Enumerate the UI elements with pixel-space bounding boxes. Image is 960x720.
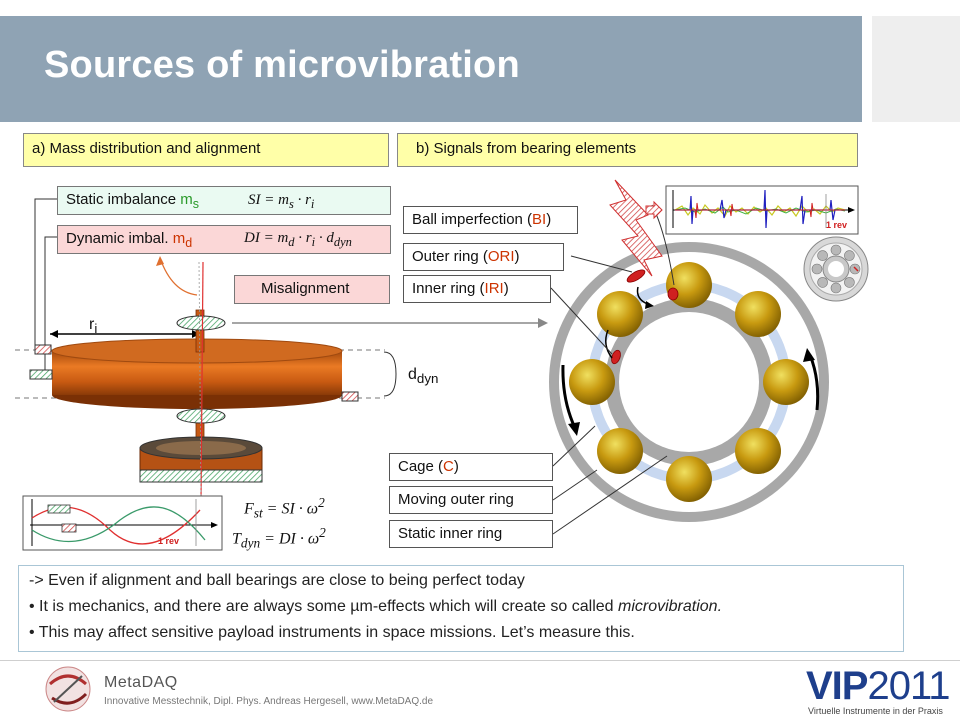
static-imbalance-box: Static imbalance ms (57, 186, 391, 215)
cage-box: Cage (C) (389, 453, 553, 481)
static-leader-line (34, 198, 57, 345)
tdyn-formula: Tdyn = DI · ω2 (232, 525, 326, 551)
ddyn-bracket (383, 351, 397, 397)
lightning-icon (609, 179, 663, 277)
balls (569, 262, 809, 502)
moving-outer-ring-box: Moving outer ring (389, 486, 553, 514)
ori-leader (570, 255, 633, 273)
vip-subtitle: Virtuelle Instrumente in der Praxis (808, 706, 943, 716)
static-imbalance-formula: SI = ms · ri (248, 192, 315, 211)
iri-leader (550, 287, 613, 355)
ddyn-label: ddyn (408, 366, 439, 387)
panel-a-header: a) Mass distribution and alignment (23, 133, 389, 167)
moving-leader (552, 469, 598, 501)
bearing-diagram (549, 179, 869, 535)
misalignment-arc (159, 257, 198, 296)
vip-logo: VIP2011 (806, 664, 951, 708)
note-line-1: -> Even if alignment and ball bearings a… (29, 572, 525, 589)
dynamic-mass-top (29, 369, 53, 380)
brand-name: MetaDAQ (104, 674, 178, 691)
metadaq-logo (45, 666, 91, 712)
force-plot (22, 495, 223, 551)
misalignment-box: Misalignment (234, 275, 390, 304)
bearing-icon (803, 236, 869, 302)
ball-imperfection-box: Ball imperfection (BI) (403, 206, 578, 234)
dynamic-imbalance-label: Dynamic imbal. (66, 230, 173, 247)
rotation-arrow-left (561, 364, 577, 429)
dynamic-imbalance-formula: DI = md · ri · ddyn (244, 230, 352, 249)
misalignment-axis (200, 261, 204, 501)
outer-ring-box: Outer ring (ORI) (403, 243, 564, 271)
dynamic-mass-bottom (341, 391, 359, 402)
note-line-3: • This may affect sensitive payload inst… (29, 624, 635, 641)
upper-bearing (176, 315, 226, 331)
dynamic-force-curve (31, 506, 206, 543)
fst-formula: Fst = SI · ω2 (244, 495, 325, 521)
iri-spot (611, 349, 621, 365)
footer-divider (0, 660, 960, 661)
static-leader (552, 455, 668, 535)
signal-red (675, 202, 845, 219)
dynamic-imbalance-box: Dynamic imbal. md (57, 225, 391, 254)
cage-leader (552, 425, 596, 467)
brand-subtitle: Innovative Messtechnik, Dipl. Phys. Andr… (104, 696, 434, 707)
inner-ring-box: Inner ring (IRI) (403, 275, 551, 303)
dynamic-leader-line (44, 236, 57, 375)
bi-spot (667, 287, 679, 301)
ori-spot (626, 269, 646, 283)
signal-yellow (674, 203, 846, 218)
signal-arrow (645, 200, 663, 220)
left-rev-label: 1 rev (158, 536, 180, 546)
static-imbalance-label: Static imbalance (66, 191, 181, 208)
lower-bearing (176, 408, 226, 424)
ri-label: ri (89, 316, 98, 337)
static-mass (34, 344, 52, 355)
title-accent (872, 16, 960, 122)
signal-blue (675, 189, 845, 229)
right-rev-label: 1 rev (826, 220, 848, 230)
static-inner-ring-box: Static inner ring (389, 520, 553, 548)
note-line-2: • It is mechanics, and there are always … (29, 598, 723, 615)
page-title: Sources of microvibration (44, 44, 520, 86)
panel-b-header: b) Signals from bearing elements (397, 133, 858, 167)
imbalance-diagram (15, 198, 548, 551)
title-bar: Sources of microvibration (0, 16, 862, 122)
summary-note: -> Even if alignment and ball bearings a… (18, 565, 904, 652)
